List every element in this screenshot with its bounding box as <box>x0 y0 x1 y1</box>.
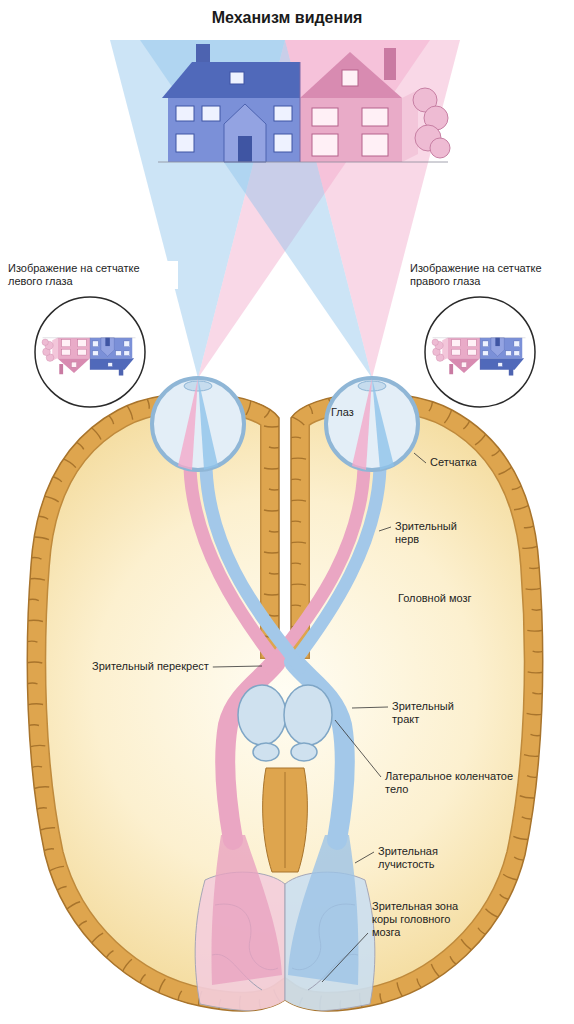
lateral-geniculate-body <box>238 685 332 761</box>
lateral-geniculate-body <box>238 685 286 745</box>
inverted-house <box>432 338 525 376</box>
retina-image <box>42 338 135 376</box>
retina-image-outline <box>33 295 147 409</box>
lateral-geniculate-body <box>284 685 332 745</box>
part-label: Сетчатка <box>430 456 477 469</box>
retina-image-border <box>425 297 535 407</box>
eye <box>372 378 394 470</box>
part-label: Зрительный перекрест <box>92 660 209 673</box>
optic-nerve <box>190 468 380 668</box>
eye <box>326 378 418 470</box>
lateral-geniculate-body <box>291 743 317 761</box>
eye <box>326 378 418 470</box>
image-heading: Изображение на сетчатке левого глаза <box>6 261 178 289</box>
cortex-edge <box>27 393 542 1011</box>
leader-line <box>213 666 262 667</box>
eye <box>152 378 244 470</box>
brain <box>25 391 544 1013</box>
leader-line <box>322 933 368 982</box>
leader-line <box>355 852 374 863</box>
leader-line <box>379 527 391 531</box>
midbrain <box>263 768 308 872</box>
house-picture <box>158 44 450 162</box>
part-label: Латеральное коленчатое тело <box>385 770 515 796</box>
part-label: Глаз <box>331 406 354 419</box>
image-heading: Изображение на сетчатке правого глаза <box>408 261 568 289</box>
white-matter <box>27 393 542 1011</box>
lateral-geniculate-body <box>253 743 279 761</box>
retina-image-ground <box>425 297 535 407</box>
inverted-house <box>42 338 135 376</box>
leader-line <box>335 720 381 777</box>
eye <box>198 378 218 470</box>
part-label: Зрительный тракт <box>392 700 464 726</box>
retina-image-circle: Изображение на сетчатке правого глаза <box>408 261 568 409</box>
light-rays <box>110 40 460 378</box>
optic-nerve <box>206 468 300 668</box>
eye <box>184 381 212 391</box>
part-label: Зрительная лучистость <box>378 845 458 871</box>
retina-image-circle: Изображение на сетчатке левого глаза <box>6 261 178 409</box>
part-label: Зрительный нерв <box>395 520 467 546</box>
optic-nerve <box>294 468 380 662</box>
part-label: Головной мозг <box>398 592 472 605</box>
cortex <box>27 393 542 1011</box>
eye <box>152 378 244 470</box>
retina-image-border <box>35 297 145 407</box>
retina-image-ground <box>35 297 145 407</box>
leader-line <box>414 453 426 463</box>
diagram-title: Механизм видения <box>0 8 574 28</box>
leader-line <box>352 707 388 708</box>
cortex-sulcus <box>25 391 544 1013</box>
brain-outline <box>27 393 542 1011</box>
retina-image-outline <box>423 295 537 409</box>
eye <box>358 381 386 391</box>
part-label: Зрительная зона коры головного мозга <box>372 900 468 939</box>
midbrain-line <box>285 772 286 868</box>
eye <box>178 378 198 470</box>
eye <box>352 378 372 470</box>
retina-image <box>432 338 525 376</box>
